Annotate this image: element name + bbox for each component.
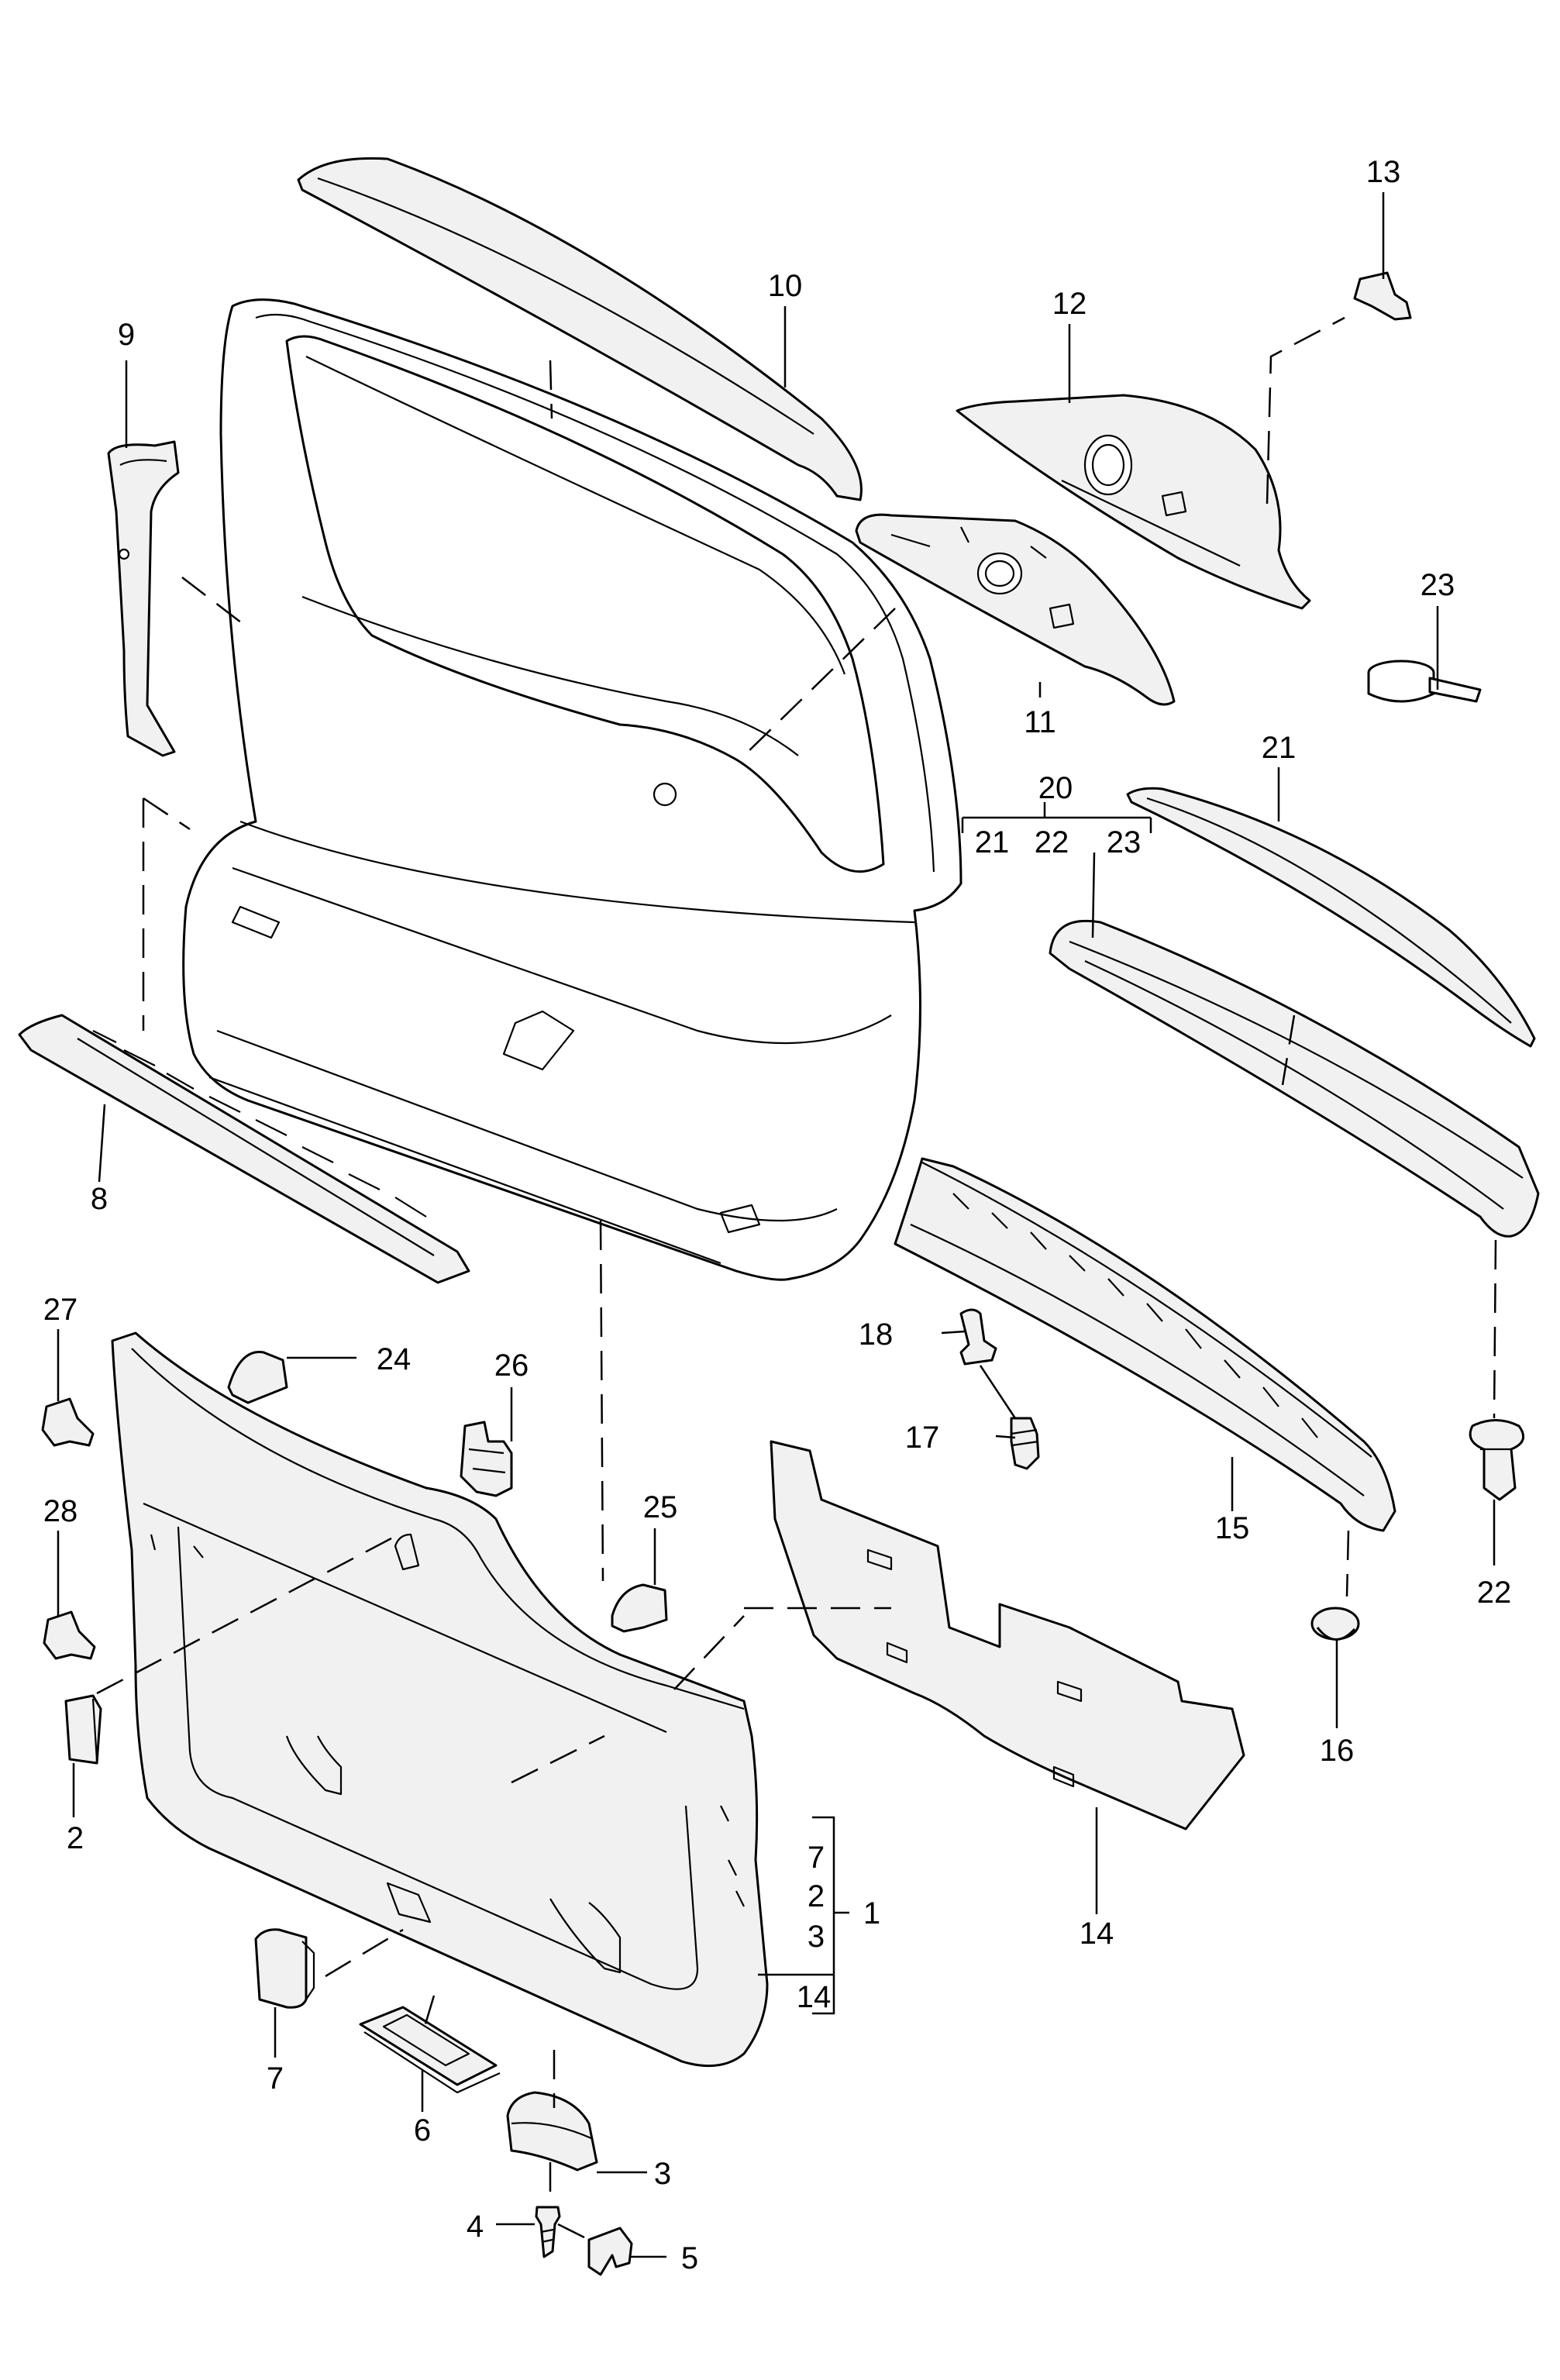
callout-1-sub-7: 7 <box>808 1841 825 1875</box>
callout-24: 24 <box>377 1342 412 1376</box>
part-4-screw[interactable] <box>535 2206 561 2258</box>
part-25-clip[interactable] <box>611 1583 668 1633</box>
part-9-pillar-trim[interactable] <box>107 440 180 757</box>
part-26-bracket[interactable] <box>460 1421 513 1497</box>
callout-10: 10 <box>768 269 803 303</box>
callout-6: 6 <box>414 2113 431 2148</box>
callout-23-sub: 23 <box>1107 825 1142 859</box>
callout-14: 14 <box>1080 1917 1114 1951</box>
part-10-upper-trim[interactable] <box>297 157 863 501</box>
callout-18: 18 <box>859 1317 894 1352</box>
callout-labels: 9 10 12 13 23 11 21 20 21 22 23 8 18 17 … <box>43 155 1512 2275</box>
callout-16: 16 <box>1320 1734 1355 1768</box>
callout-21-sub: 21 <box>975 825 1010 859</box>
part-5-clip[interactable] <box>587 2227 633 2276</box>
part-15-spoiler-frame[interactable] <box>894 1157 1396 1532</box>
part-12-cover-plate[interactable] <box>956 394 1311 610</box>
part-21-spoiler-top[interactable] <box>1126 787 1536 1048</box>
callout-25: 25 <box>643 1490 678 1524</box>
part-13-clip[interactable] <box>1353 271 1412 321</box>
alignment-lines <box>96 316 1497 2245</box>
callout-15: 15 <box>1215 1511 1250 1545</box>
callout-17: 17 <box>905 1421 940 1455</box>
callout-1-sub-14: 14 <box>797 1980 832 2014</box>
callout-1-sub-2: 2 <box>808 1879 825 1913</box>
callout-27: 27 <box>43 1293 78 1327</box>
callout-4: 4 <box>467 2210 484 2244</box>
part-14-insulation-mat[interactable] <box>770 1440 1245 1831</box>
tailgate-inner-panel[interactable] <box>182 298 963 1281</box>
part-18-clip[interactable] <box>959 1308 997 1366</box>
callout-5: 5 <box>681 2241 698 2275</box>
part-24-clip[interactable] <box>227 1351 288 1404</box>
callout-7: 7 <box>267 2061 284 2096</box>
part-23-tape-roll[interactable] <box>1367 660 1482 703</box>
part-22-push-clip[interactable] <box>1469 1419 1525 1501</box>
callout-1: 1 <box>863 1896 880 1931</box>
part-6-tray[interactable] <box>359 2006 501 2094</box>
part-17-screw[interactable] <box>1010 1417 1040 1470</box>
callout-12: 12 <box>1052 287 1087 321</box>
part-7-cap[interactable] <box>254 1928 315 2009</box>
part-11-handle-trim[interactable] <box>855 513 1176 706</box>
callout-13: 13 <box>1366 155 1401 189</box>
part-28-clip[interactable] <box>43 1610 96 1660</box>
part-2-end-cap[interactable] <box>64 1694 102 1765</box>
callout-22-sub: 22 <box>1035 825 1069 859</box>
callout-28: 28 <box>43 1494 78 1528</box>
part-20-spoiler-assembly[interactable] <box>1049 919 1540 1238</box>
part-3-latch-cover[interactable] <box>506 2091 598 2172</box>
callout-9: 9 <box>118 318 135 352</box>
callout-11: 11 <box>1024 705 1056 739</box>
callout-2: 2 <box>67 1821 84 1855</box>
part-27-clip[interactable] <box>41 1397 95 1447</box>
callout-1-sub-3: 3 <box>808 1920 825 1954</box>
callout-3: 3 <box>654 2157 671 2191</box>
part-16-grommet[interactable] <box>1310 1607 1360 1641</box>
callout-23: 23 <box>1421 568 1455 602</box>
leader-lines <box>57 192 1496 2258</box>
callout-22: 22 <box>1477 1576 1512 1610</box>
part-8-sill-trim[interactable] <box>18 1014 470 1284</box>
part-1-lower-trim[interactable] <box>111 1331 769 2068</box>
callout-20: 20 <box>1038 771 1073 805</box>
callout-8: 8 <box>91 1182 108 1216</box>
callout-21: 21 <box>1262 731 1297 765</box>
callout-26: 26 <box>494 1348 529 1383</box>
